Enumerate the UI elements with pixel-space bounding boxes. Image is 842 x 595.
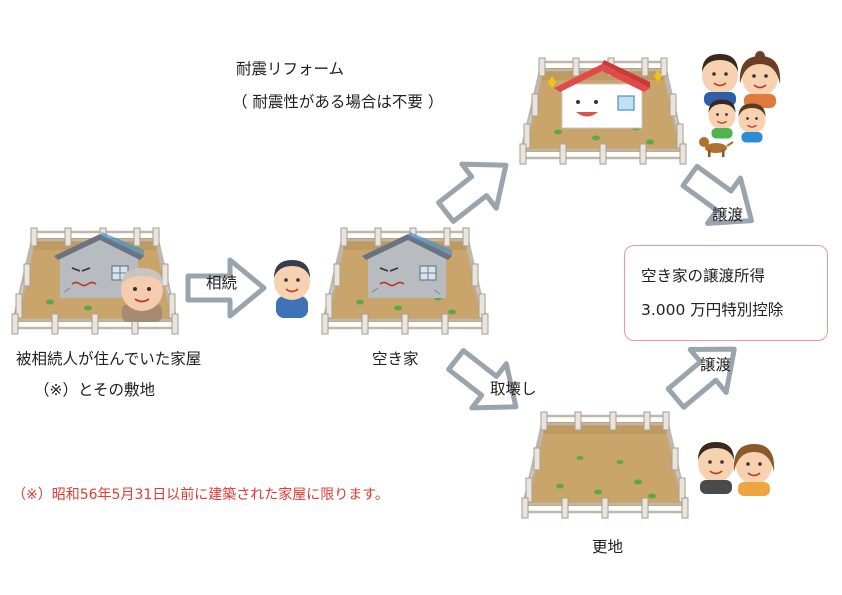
fenced-lot-icon <box>520 410 690 520</box>
demolish-label: 取壊し <box>490 380 537 398</box>
renovated-house-happy-icon <box>548 60 662 129</box>
reform-condition-label: （ 耐震性がある場合は不要 ） <box>232 93 444 111</box>
family-buyers-icon <box>701 51 781 143</box>
flow-arrow-icon <box>674 153 768 243</box>
reform-label: 耐震リフォーム <box>236 60 345 78</box>
deduction-title: 空き家の譲渡所得 <box>641 267 766 285</box>
footnote: （※）昭和56年5月31日以前に建築された家屋に限ります。 <box>12 487 389 503</box>
deduction-amount: 3.000 万円特別控除 <box>641 301 784 319</box>
origin-house-sub-label: （※）とその敷地 <box>34 381 156 399</box>
fenced-lot-icon <box>518 56 688 166</box>
vacant-house-label: 空き家 <box>372 350 419 368</box>
fenced-lot-icon <box>320 226 490 336</box>
son-heir-icon <box>273 260 311 318</box>
couple-buyers-icon <box>697 442 775 496</box>
transfer-label-bottom: 譲渡 <box>700 356 732 374</box>
transfer-label-top: 譲渡 <box>712 206 744 224</box>
flow-arrow-icon <box>429 143 523 234</box>
special-deduction-box: 空き家の譲渡所得 3.000 万円特別控除 <box>624 245 828 341</box>
inherit-label: 相続 <box>206 274 238 292</box>
dog-icon <box>699 137 734 157</box>
vacant-lot-label: 更地 <box>592 538 624 556</box>
origin-house-label: 被相続人が住んでいた家屋 <box>16 350 202 368</box>
elderly-person-icon <box>121 268 163 322</box>
